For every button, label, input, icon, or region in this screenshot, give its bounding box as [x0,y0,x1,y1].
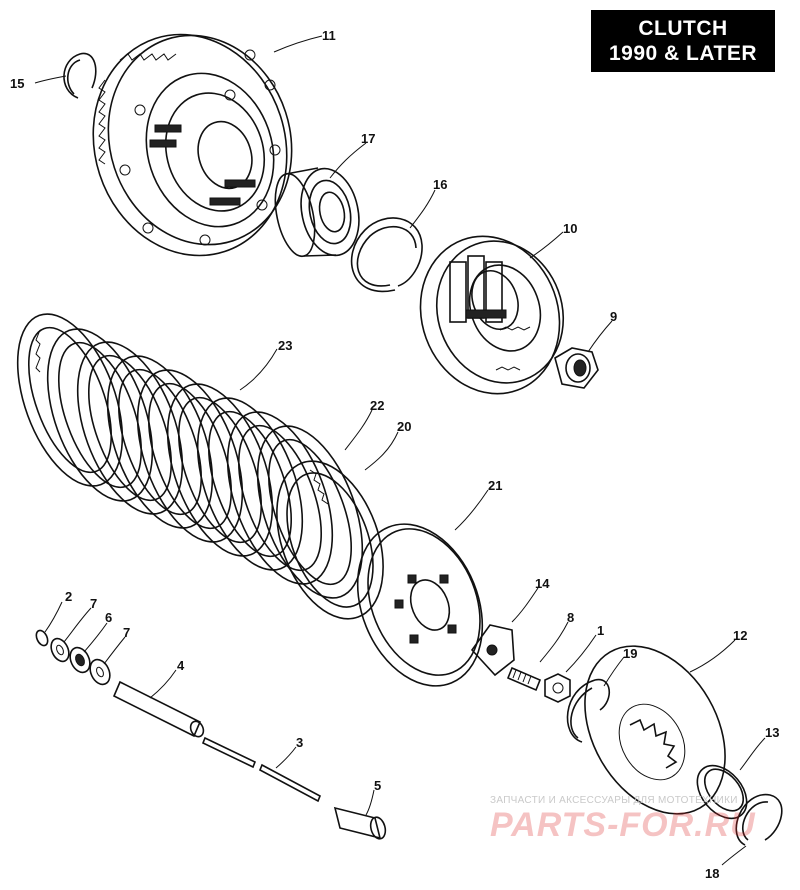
part-18-retaining-ring [735,794,783,846]
part-12-diaphragm-spring [584,645,726,815]
callout-4: 4 [177,658,185,673]
part-16-snap-ring [350,217,423,293]
callout-17: 17 [361,131,375,146]
part-6-bearing [69,646,91,674]
part-11-clutch-shell [92,33,293,257]
part-1-locknut [544,673,571,703]
callout-5: 5 [374,778,381,793]
part-7-washer-lower [89,658,111,686]
title-line-1: CLUTCH [638,17,728,40]
callout-7a: 7 [90,596,97,611]
part-9-nut [554,347,599,389]
callout-7b: 7 [123,625,130,640]
callout-15: 15 [10,76,24,91]
callout-3: 3 [296,735,303,750]
callout-10: 10 [563,221,577,236]
part-17-bearing [274,167,360,258]
callout-16: 16 [433,177,447,192]
part-15-retaining-ring [63,52,97,99]
part-10-clutch-hub [419,235,565,395]
part-21-pressure-plate [356,523,484,687]
callout-14: 14 [535,576,550,591]
part-13-spring-seat [696,764,748,820]
diagram-title: CLUTCH 1990 & LATER [591,10,775,72]
watermark-tagline: ЗАПЧАСТИ И АКСЕССУАРЫ ДЛЯ МОТОТЕХНИКИ [490,795,738,806]
part-2-snap-ring [35,629,49,647]
part-4-release-rod [112,680,205,738]
part-5-end-cap [333,806,387,840]
leader-lines [34,35,766,866]
callout-22: 22 [370,398,384,413]
part-7-washer-upper [50,637,70,663]
callout-8: 8 [567,610,574,625]
callout-21: 21 [488,478,502,493]
callout-12: 12 [733,628,747,643]
clutch-plate-stack [16,313,384,620]
callout-13: 13 [765,725,779,740]
callout-9: 9 [610,309,617,324]
callout-19: 19 [623,646,637,661]
callout-labels: 11 15 17 16 10 9 23 22 20 21 2 7 6 7 4 3… [10,28,779,881]
callout-6: 6 [105,610,112,625]
callout-18: 18 [705,866,719,881]
part-14-adjusting-plate [470,624,515,677]
title-line-2: 1990 & LATER [609,42,757,65]
watermark-brand: PARTS-FOR.RU [490,806,756,844]
part-8-adjusting-screw [506,666,542,692]
callout-11: 11 [322,28,336,43]
callout-20: 20 [397,419,411,434]
callout-2: 2 [65,589,72,604]
callout-23: 23 [278,338,292,353]
part-3-push-rod [201,736,322,803]
callout-1: 1 [597,623,604,638]
